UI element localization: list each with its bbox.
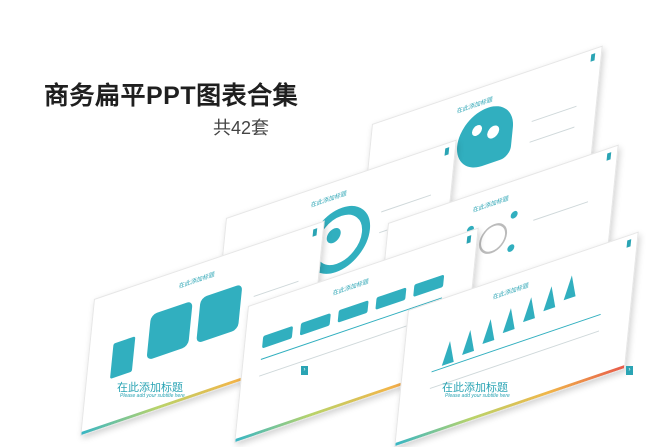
step-box	[375, 287, 407, 310]
page-title: 商务扁平PPT图表合集	[44, 82, 299, 110]
footer-subtitle: Please add your subtitle here	[120, 393, 185, 399]
next-arrow-button[interactable]: ›	[301, 366, 308, 375]
slide-title: 在此添加标题	[310, 190, 347, 210]
info-card	[196, 283, 243, 344]
footer-title: 在此添加标题	[117, 382, 183, 394]
step-box	[299, 313, 331, 336]
slide-tag	[590, 53, 596, 62]
building-graphic	[109, 336, 136, 380]
page-subtitle: 共42套	[213, 118, 270, 138]
slide-tag	[606, 152, 612, 161]
footer-title: 在此添加标题	[442, 382, 508, 394]
slide-tag	[626, 239, 632, 248]
info-card	[146, 300, 193, 361]
center-node	[477, 219, 509, 258]
slide-tag	[444, 147, 450, 156]
step-box	[261, 325, 294, 349]
slide-title: 在此添加标题	[492, 282, 529, 302]
step-box	[413, 274, 445, 298]
next-arrow-button[interactable]: ›	[626, 366, 633, 375]
slide-tag	[466, 235, 472, 244]
slide-title: 在此添加标题	[332, 278, 369, 298]
step-box	[337, 300, 369, 323]
slide-title: 在此添加标题	[178, 271, 215, 291]
slide-tag	[312, 228, 318, 237]
footer-subtitle: Please add your subtitle here	[445, 393, 510, 399]
slide-title: 在此添加标题	[472, 195, 509, 215]
